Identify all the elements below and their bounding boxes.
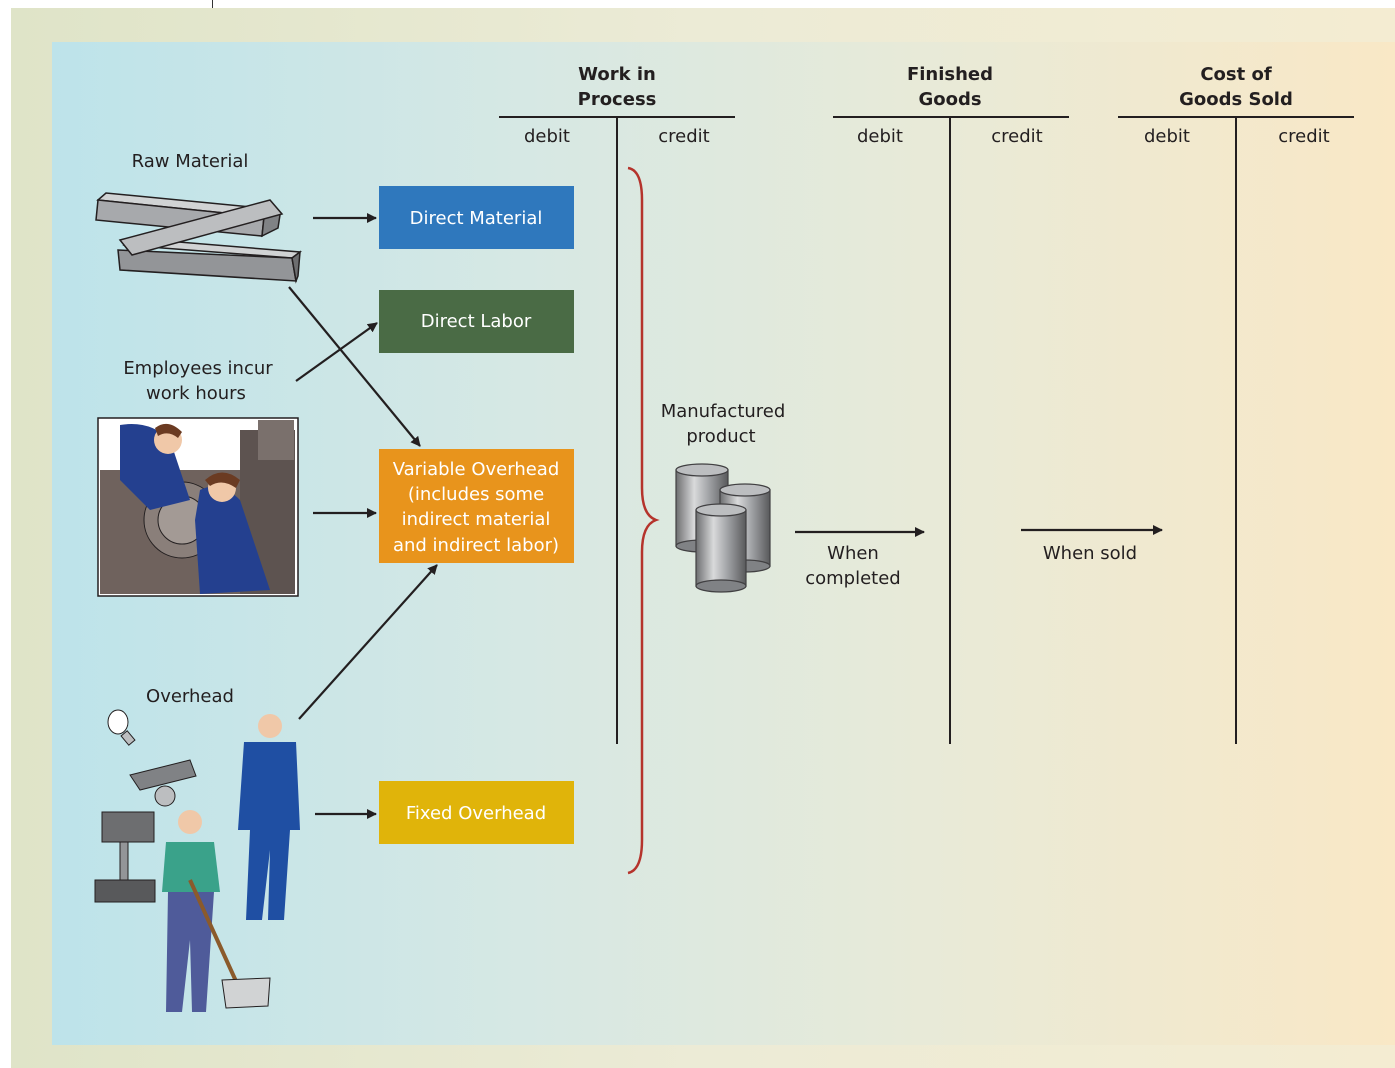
- cogs-debit-label: debit: [1144, 126, 1190, 147]
- fg-title-line1: Finished: [907, 64, 993, 85]
- manufactured-product-line2: product: [686, 426, 755, 447]
- overhead-illustration: [94, 709, 300, 1012]
- when-completed-line2: completed: [805, 568, 901, 589]
- employees-label-line2: work hours: [146, 383, 246, 404]
- cogs-title-line1: Cost of: [1200, 64, 1272, 85]
- workers-illustration: [97, 417, 299, 597]
- arrow-overhead-to-variable-overhead: [298, 564, 438, 720]
- fixed-overhead-box: Fixed Overhead: [379, 781, 574, 844]
- wip-debit-label: debit: [524, 126, 570, 147]
- variable-overhead-line4: and indirect labor): [393, 535, 559, 556]
- arrow-raw-to-variable-overhead: [288, 286, 421, 447]
- t-account-cost-of-goods-sold: Cost of Goods Sold debit credit: [1118, 64, 1354, 744]
- variable-overhead-rect: [379, 449, 574, 563]
- direct-material-label: Direct Material: [410, 208, 543, 229]
- fg-title-line2: Goods: [918, 89, 981, 110]
- raw-material-label: Raw Material: [132, 151, 249, 172]
- wip-title-line2: Process: [578, 89, 657, 110]
- barrels-icon: [675, 463, 771, 593]
- cogs-credit-label: credit: [1278, 126, 1329, 147]
- variable-overhead-line1: Variable Overhead: [393, 459, 560, 480]
- steel-bars-illustration: [95, 192, 303, 284]
- t-account-work-in-process: Work in Process debit credit: [499, 64, 735, 744]
- direct-labor-box: Direct Labor: [379, 290, 574, 353]
- employees-label-line1: Employees incur: [123, 358, 273, 379]
- variable-overhead-line3: indirect material: [402, 509, 551, 530]
- direct-labor-label: Direct Labor: [421, 311, 532, 332]
- arrow-employees-to-direct-labor: [295, 322, 378, 382]
- wip-credit-label: credit: [658, 126, 709, 147]
- variable-overhead-box: Variable Overhead (includes some indirec…: [379, 449, 574, 563]
- manufactured-product-line1: Manufactured: [661, 401, 786, 422]
- fg-credit-label: credit: [991, 126, 1042, 147]
- t-account-finished-goods: Finished Goods debit credit: [833, 64, 1069, 744]
- fixed-overhead-rect: [379, 781, 574, 844]
- fixed-overhead-label: Fixed Overhead: [406, 803, 546, 824]
- variable-overhead-line2: (includes some: [408, 484, 544, 505]
- wip-title-line1: Work in: [578, 64, 656, 85]
- overhead-label: Overhead: [146, 686, 234, 707]
- direct-material-box: Direct Material: [379, 186, 574, 249]
- grouping-brace: [627, 166, 660, 875]
- cogs-title-line2: Goods Sold: [1179, 89, 1293, 110]
- direct-material-rect: [379, 186, 574, 249]
- fg-debit-label: debit: [857, 126, 903, 147]
- when-sold-label: When sold: [1043, 543, 1137, 564]
- when-completed-line1: When: [827, 543, 879, 564]
- direct-labor-rect: [379, 290, 574, 353]
- crop-mark: [212, 0, 213, 8]
